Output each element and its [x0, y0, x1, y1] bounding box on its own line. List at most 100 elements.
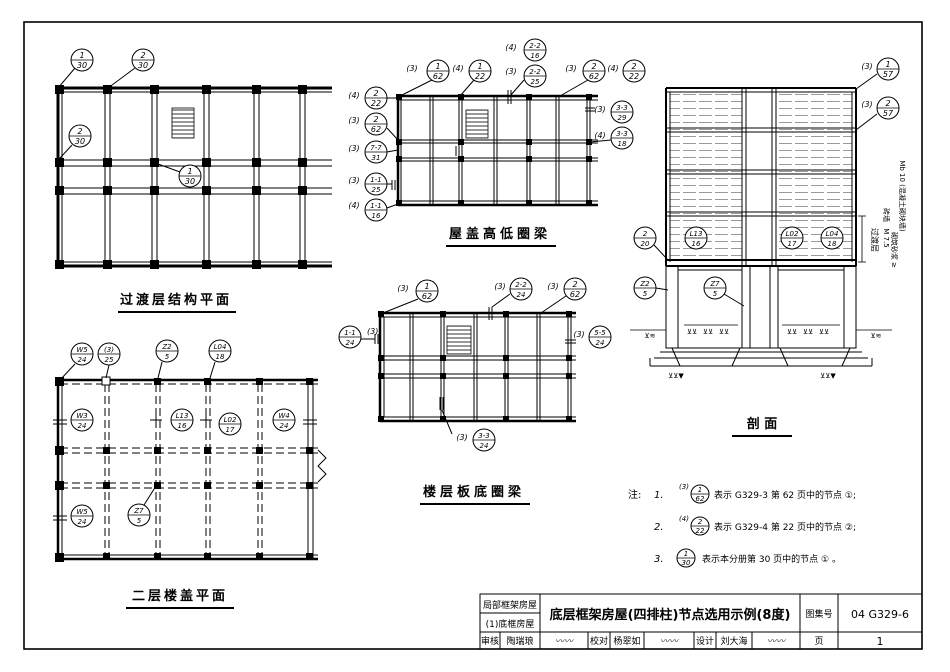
svg-text:1: 1 [698, 486, 702, 494]
svg-text:⊻⊻: ⊻⊻ [819, 328, 829, 336]
svg-text:2: 2 [77, 127, 82, 136]
section-transition-label: 过渡层 [870, 228, 880, 252]
svg-text:(3): (3) [406, 64, 417, 73]
svg-text:62: 62 [433, 72, 443, 81]
callout-s4: L13 16 [684, 226, 708, 250]
svg-text:(4): (4) [607, 64, 618, 73]
svg-text:(3): (3) [573, 330, 584, 339]
roof-ring-beam-plan: (3) 1 62 (4) 1 22 (4) 2-2 16 (3) 2-2 [348, 38, 646, 247]
svg-text:(4): (4) [348, 201, 359, 210]
callout-f2: (3) 2-2 24 [491, 277, 533, 308]
svg-text:24: 24 [517, 291, 526, 299]
callout-p4: L04 18 [208, 339, 232, 379]
svg-text:3.: 3. [654, 554, 664, 565]
svg-text:3-3: 3-3 [616, 130, 627, 138]
svg-text:5: 5 [643, 290, 648, 298]
section-note-a: 砖墙 [882, 208, 891, 222]
svg-text:30: 30 [682, 559, 691, 567]
callout-r11: (4) 1-1 16 [348, 198, 399, 222]
svg-text:22: 22 [475, 72, 485, 81]
svg-text:(3): (3) [547, 282, 558, 291]
callout-f6: (3) 3-3 24 [441, 409, 496, 452]
callout-r13: (4) 3-3 18 [589, 126, 634, 150]
svg-text:29: 29 [618, 114, 627, 122]
callout-r7: (4) 2 22 [348, 86, 398, 110]
svg-text:(3): (3) [348, 144, 359, 153]
svg-text:W5: W5 [76, 346, 88, 354]
callout-s3: 2 20 [633, 226, 669, 261]
review-label: 审核 [481, 635, 499, 647]
svg-text:20: 20 [641, 240, 650, 248]
svg-text:⊻≋: ⊻≋ [645, 332, 656, 340]
svg-text:2.: 2. [654, 522, 664, 533]
svg-text:⊻⊻: ⊻⊻ [787, 328, 797, 336]
svg-text:1: 1 [477, 62, 482, 71]
svg-text:16: 16 [178, 422, 187, 430]
svg-text:⊻⊻: ⊻⊻ [687, 328, 697, 336]
category-line-2: (1)底框房屋 [486, 618, 535, 630]
svg-text:(3): (3) [505, 67, 516, 76]
svg-text:5: 5 [713, 290, 718, 298]
callout-p8: W4 24 [272, 408, 296, 432]
callout-s5: L02 17 [780, 226, 804, 250]
svg-text:18: 18 [618, 140, 627, 148]
callout-p5: W3 24 [70, 408, 94, 432]
review-name: 陶瑞琅 [506, 635, 533, 647]
svg-text:Z7: Z7 [133, 507, 144, 515]
svg-text:30: 30 [138, 61, 148, 70]
svg-text:24: 24 [78, 422, 87, 430]
svg-text:Z2: Z2 [161, 343, 172, 351]
svg-text:30: 30 [185, 177, 195, 186]
svg-text:25: 25 [531, 78, 540, 86]
svg-text:(3): (3) [494, 282, 505, 291]
title-block: 局部框架房屋 (1)底框房屋 底层框架房屋(四排柱)节点选用示例(8度) 图集号… [479, 593, 923, 650]
svg-text:5: 5 [137, 517, 142, 525]
atlas-number: 04 G329-6 [851, 608, 909, 621]
callout-r2: (4) 1 22 [452, 59, 492, 97]
transition-plan-title: 过渡层结构平面 [120, 292, 232, 308]
callout-t2: 2 30 [107, 48, 155, 89]
svg-text:24: 24 [480, 442, 489, 450]
section-view: ⊻⊻⊻⊻⊻⊻ ⊻⊻⊻⊻⊻⊻ ⊻≋⊻≋ ⊻⊻▼⊻⊻▼ 过渡层 砖墙 M 7.5 砌… [630, 57, 907, 437]
svg-text:62: 62 [589, 72, 599, 81]
roof-beam-title: 屋盖高低圈梁 [449, 226, 551, 242]
svg-text:18: 18 [828, 240, 837, 248]
svg-text:(3): (3) [594, 105, 605, 114]
review-signature: 〰〰 [555, 637, 575, 647]
svg-text:22: 22 [696, 527, 705, 535]
callout-p9: W5 24 [70, 504, 94, 528]
svg-text:30: 30 [77, 61, 87, 70]
sheet-border [23, 21, 923, 650]
svg-text:表示 G329-4 第 22 页中的节点 ②;: 表示 G329-4 第 22 页中的节点 ②; [714, 521, 856, 533]
svg-text:2: 2 [698, 518, 703, 526]
svg-text:62: 62 [371, 125, 381, 134]
page-number: 1 [877, 635, 884, 648]
svg-text:1: 1 [187, 167, 192, 176]
svg-text:2-2: 2-2 [529, 68, 541, 76]
callout-s2: (3) 2 57 [855, 96, 900, 131]
svg-text:24: 24 [78, 518, 87, 526]
svg-text:L02: L02 [786, 230, 799, 238]
callout-p7: L02 17 [218, 412, 242, 436]
floor-beam-title: 楼层板底圈梁 [423, 484, 525, 500]
svg-text:(3): (3) [456, 433, 467, 442]
svg-text:2: 2 [885, 99, 890, 108]
svg-text:2-2: 2-2 [529, 42, 541, 50]
callout-r6: (4) 2 22 [607, 59, 646, 83]
svg-text:24: 24 [78, 356, 87, 364]
callout-t3: 2 30 [59, 124, 92, 159]
svg-text:表示 G329-3 第 62 页中的节点 ①;: 表示 G329-3 第 62 页中的节点 ①; [714, 489, 856, 501]
svg-text:⊻⊻▼: ⊻⊻▼ [820, 372, 836, 380]
svg-text:7-7: 7-7 [370, 144, 382, 152]
svg-text:(3): (3) [861, 62, 872, 71]
callout-f5: (3) 5-5 24 [573, 325, 612, 349]
svg-text:62: 62 [570, 290, 580, 299]
svg-text:Z7: Z7 [709, 280, 720, 288]
svg-text:⊻⊻▼: ⊻⊻▼ [668, 372, 684, 380]
svg-text:L02: L02 [224, 416, 237, 424]
drawing-main-title: 底层框架房屋(四排柱)节点选用示例(8度) [550, 607, 791, 623]
svg-text:⊻⊻: ⊻⊻ [719, 328, 729, 336]
check-name: 杨翠如 [613, 635, 640, 647]
svg-text:表示本分册第 30 页中的节点 ① 。: 表示本分册第 30 页中的节点 ① 。 [702, 553, 841, 565]
svg-text:31: 31 [372, 154, 381, 162]
